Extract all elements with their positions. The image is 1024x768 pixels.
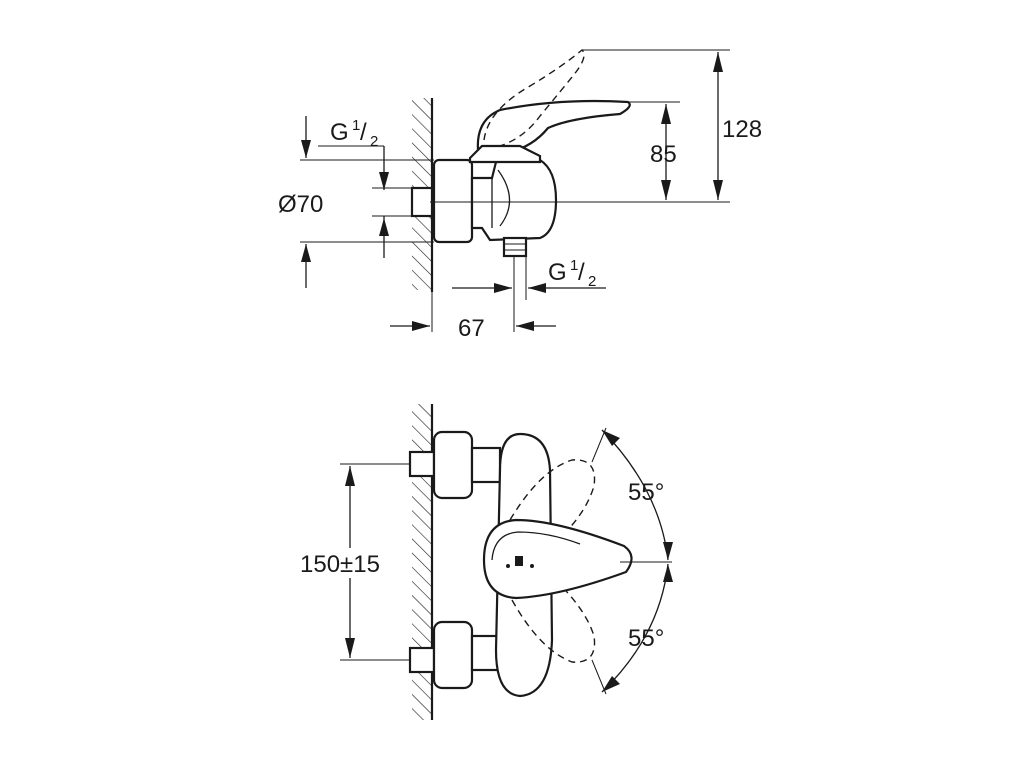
mixer-body <box>470 158 558 242</box>
lever-rotated-up <box>509 459 596 553</box>
diameter-label: Ø70 <box>278 191 323 218</box>
lever-handle-inner <box>491 531 581 561</box>
thread-lower-num: 1 <box>570 257 578 274</box>
lever-raised-outline <box>483 49 585 147</box>
thread-upper-num: 1 <box>352 117 360 134</box>
indicator-mark <box>515 556 523 566</box>
angle-upper: 55° <box>628 479 664 506</box>
thread-upper-g: G <box>330 119 349 146</box>
indicator-dot-right <box>530 564 534 568</box>
front-view: 55° 55° 150±15 <box>298 404 673 720</box>
thread-upper-den: 2 <box>370 133 378 150</box>
thread-upper-slash: / <box>360 119 367 146</box>
upper-inlet-nut <box>408 450 436 478</box>
thread-lower-slash: / <box>578 259 585 286</box>
lever-handle-front <box>482 518 633 600</box>
thread-lower-g: G <box>548 259 567 286</box>
lower-inlet-nut <box>408 646 436 674</box>
dim-85: 85 <box>650 141 677 168</box>
upper-connector <box>470 446 502 484</box>
lever-base <box>468 144 542 164</box>
angle-lower: 55° <box>628 625 664 652</box>
upper-flange <box>432 430 474 500</box>
lever-handle <box>476 99 631 156</box>
side-view: 128 85 G 1 / 2 Ø70 G 1 / <box>278 49 762 342</box>
wall-flange <box>432 158 474 244</box>
dim-67: 67 <box>458 315 485 342</box>
body-detail <box>491 169 511 228</box>
outlet-nozzle <box>502 236 528 258</box>
thread-lower-den: 2 <box>588 273 596 290</box>
inlet-pipe <box>410 186 434 218</box>
indicator-dot-left <box>506 564 510 568</box>
lever-rotated-down <box>511 569 596 663</box>
dim-150: 150±15 <box>300 551 380 578</box>
wall-hatch-bottom <box>412 404 432 720</box>
lower-flange <box>432 620 474 690</box>
dim-128: 128 <box>722 116 762 143</box>
